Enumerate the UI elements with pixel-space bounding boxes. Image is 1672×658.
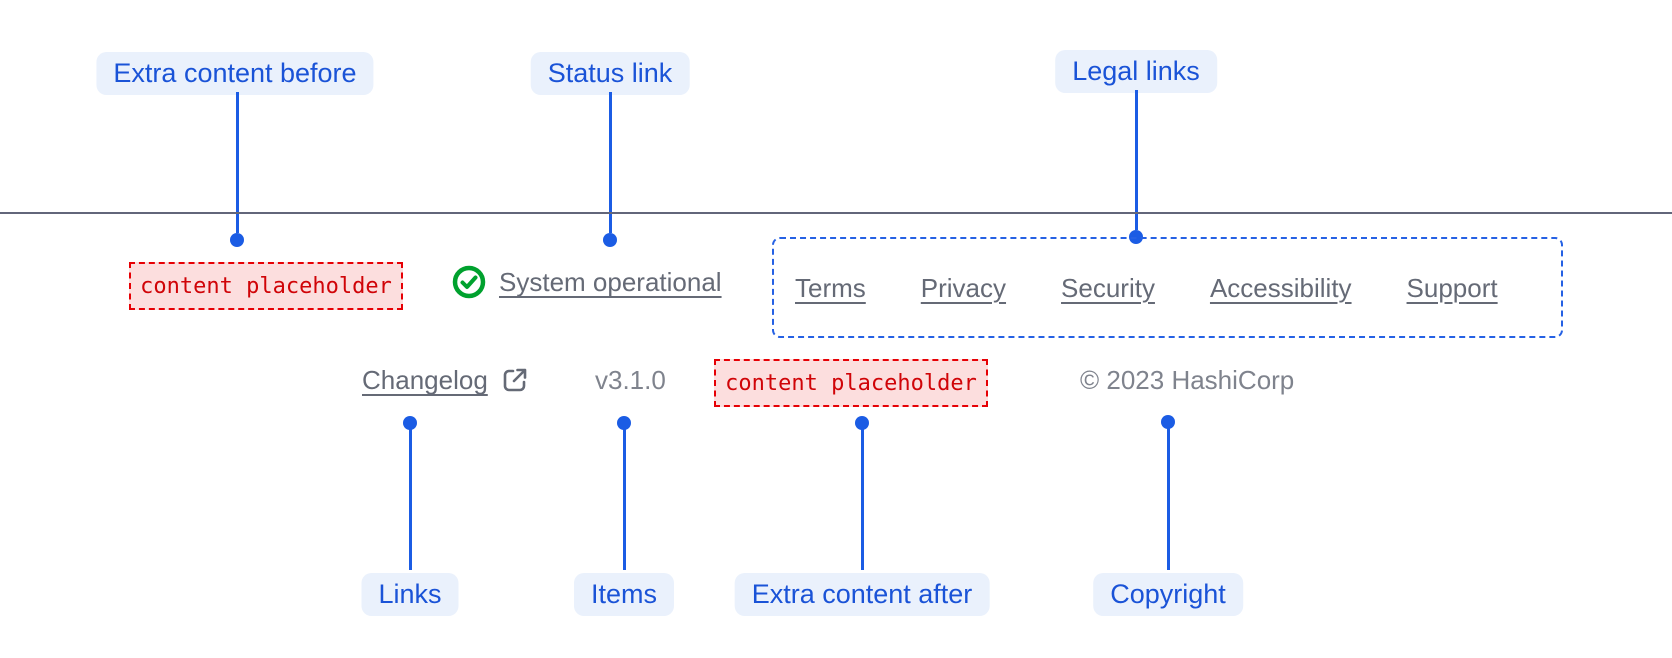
extra-content-before-placeholder: content placeholder [129,262,403,310]
annotation-line [622,423,626,570]
legal-link-support[interactable]: Support [1406,272,1498,303]
status-link-label: System operational [499,267,722,297]
annotation-line [1134,90,1138,230]
placeholder-text: content placeholder [725,370,977,396]
annotation-label-items: Items [573,573,675,616]
annotation-label-extra-content-before: Extra content before [96,52,374,95]
check-circle-icon [452,265,486,299]
legal-links-group: Terms Privacy Security Accessibility Sup… [772,237,1563,338]
copyright-text: © 2023 HashiCorp [1080,365,1295,395]
legal-link-accessibility[interactable]: Accessibility [1209,272,1352,303]
annotation-label-extra-content-after: Extra content after [734,573,990,616]
extra-content-after-placeholder: content placeholder [714,359,988,407]
annotation-dot [230,233,244,247]
annotation-line [1166,422,1170,570]
annotation-dot [603,233,617,247]
legal-link-terms[interactable]: Terms [795,272,866,303]
footer-top-divider [0,212,1672,214]
annotation-label-status-link: Status link [530,52,690,95]
changelog-link-label: Changelog [362,365,488,395]
annotation-line [235,92,239,233]
annotation-line [860,423,864,570]
legal-link-privacy[interactable]: Privacy [920,272,1007,303]
annotation-label-links: Links [361,573,459,616]
status-link[interactable]: System operational [452,265,722,299]
version-item: v3.1.0 [595,365,666,395]
placeholder-text: content placeholder [140,273,392,299]
legal-link-security[interactable]: Security [1061,272,1155,303]
external-link-icon [503,368,527,392]
annotation-label-copyright: Copyright [1093,573,1243,616]
annotation-line [608,92,612,233]
annotation-label-legal-links: Legal links [1055,50,1217,93]
changelog-link[interactable]: Changelog [362,365,529,395]
annotation-line [408,423,412,570]
